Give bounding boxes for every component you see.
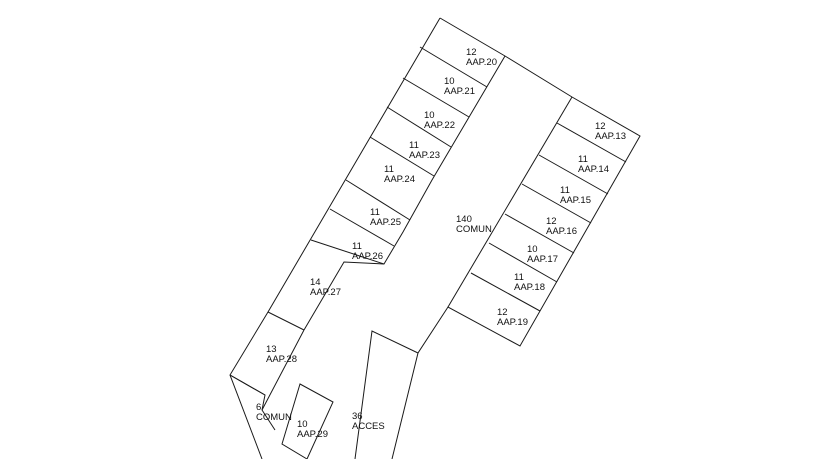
divider-27-28 [267,311,305,331]
unit-26-area: 11 [352,241,362,252]
unit-17-area: 10 [527,244,538,255]
unit-20-name: AAP.20 [466,57,497,68]
unit-16-area: 12 [546,216,557,227]
unit-29-name: AAP.29 [297,429,328,440]
right-row-inner-edge [447,96,573,308]
divider-26-27 [310,239,385,265]
unit-20-area: 12 [466,47,477,58]
unit-25-name: AAP.25 [370,217,401,228]
unit-17-name: AAP.17 [527,254,558,265]
unit-28-area: 13 [266,344,277,355]
access-outline [354,330,419,459]
common-small-name: COMUN [256,412,292,423]
unit-24-area: 11 [384,164,394,175]
unit-18-area: 11 [514,272,524,283]
divider-25-26 [329,208,395,247]
unit-23-area: 11 [409,140,419,151]
divider-20-21 [419,46,488,88]
unit-22-area: 10 [424,110,435,121]
unit-27-area: 14 [310,277,321,288]
unit-14-name: AAP.14 [578,164,609,175]
divider-14-15 [538,154,609,195]
access-area: 36 [352,411,363,422]
common-small-outline [229,374,266,411]
unit-26-name: AAP.26 [352,251,383,262]
unit-22-name: AAP.22 [424,120,455,131]
unit-15-area: 11 [560,185,570,196]
plan-outline [391,17,641,459]
common-main-name: COMUN [456,224,492,235]
unit-19-name: AAP.19 [497,317,528,328]
unit-21-area: 10 [444,76,455,87]
unit-19-area: 12 [497,307,508,318]
unit-16-name: AAP.16 [546,226,577,237]
unit-13-area: 12 [595,121,606,132]
divider-21-22 [402,77,470,118]
divider-24-25 [345,179,411,221]
unit-15-name: AAP.15 [560,195,591,206]
unit-14-area: 11 [578,154,588,165]
unit-18-name: AAP.18 [514,282,545,293]
common-main-area: 140 [456,214,472,225]
left-row-inner-edge [303,55,506,331]
divider-18-19 [470,272,541,312]
divider-15-16 [521,183,592,224]
divider-13-14 [556,122,627,163]
plan-outline-left [229,17,441,459]
unit-28-name: AAP.28 [266,354,297,365]
unit-29-outline [281,383,334,459]
unit-25-area: 11 [370,207,380,218]
common-small-area: 6 [256,402,261,413]
unit-23-name: AAP.23 [409,150,440,161]
divider-16-17 [504,213,575,254]
unit-24-name: AAP.24 [384,174,415,185]
unit-13-name: AAP.13 [595,131,626,142]
unit-27-name: AAP.27 [310,287,341,298]
unit-29-area: 10 [297,419,308,430]
unit-21-name: AAP.21 [444,86,475,97]
divider-23-24 [369,136,435,177]
divider-22-23 [386,106,452,148]
access-name: ACCES [352,421,385,432]
divider-17-18 [488,242,558,283]
